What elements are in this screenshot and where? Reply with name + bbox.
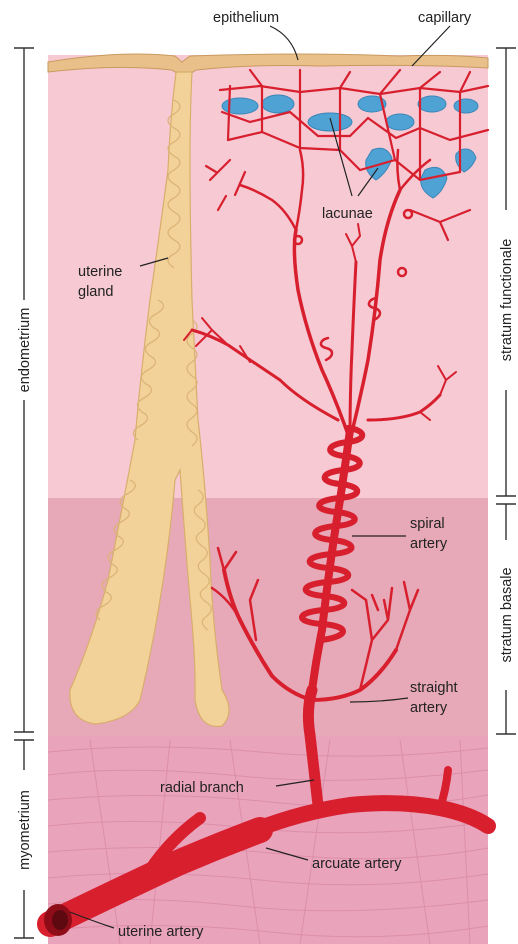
epithelium-label: epithelium: [213, 10, 279, 26]
radial-branch-label: radial branch: [160, 780, 244, 796]
stratum-functionale-label: stratum functionale: [499, 239, 515, 362]
uterine-gland-label-line1: uterine: [78, 264, 122, 280]
straight-artery-label-line1: straight: [410, 680, 458, 696]
lacuna: [454, 99, 478, 113]
lacuna: [418, 96, 446, 112]
stratum-basale-label: stratum basale: [499, 567, 515, 662]
lacuna: [262, 95, 294, 113]
uterine-artery-label: uterine artery: [118, 924, 204, 940]
myometrium-label: myometrium: [17, 790, 33, 870]
arcuate-artery-label: arcuate artery: [312, 856, 402, 872]
capillary-label: capillary: [418, 10, 472, 26]
lacuna: [308, 113, 352, 131]
spiral-artery-label-line1: spiral: [410, 516, 445, 532]
endometrium-label: endometrium: [17, 308, 33, 393]
spiral-artery-label-line2: artery: [410, 536, 448, 552]
lacuna: [386, 114, 414, 130]
uterine-gland-label-line2: gland: [78, 284, 113, 300]
uterine-artery-lumen: [52, 910, 68, 930]
straight-artery-label-line2: artery: [410, 700, 448, 716]
lacuna: [222, 98, 258, 114]
lacunae-label: lacunae: [322, 206, 373, 222]
